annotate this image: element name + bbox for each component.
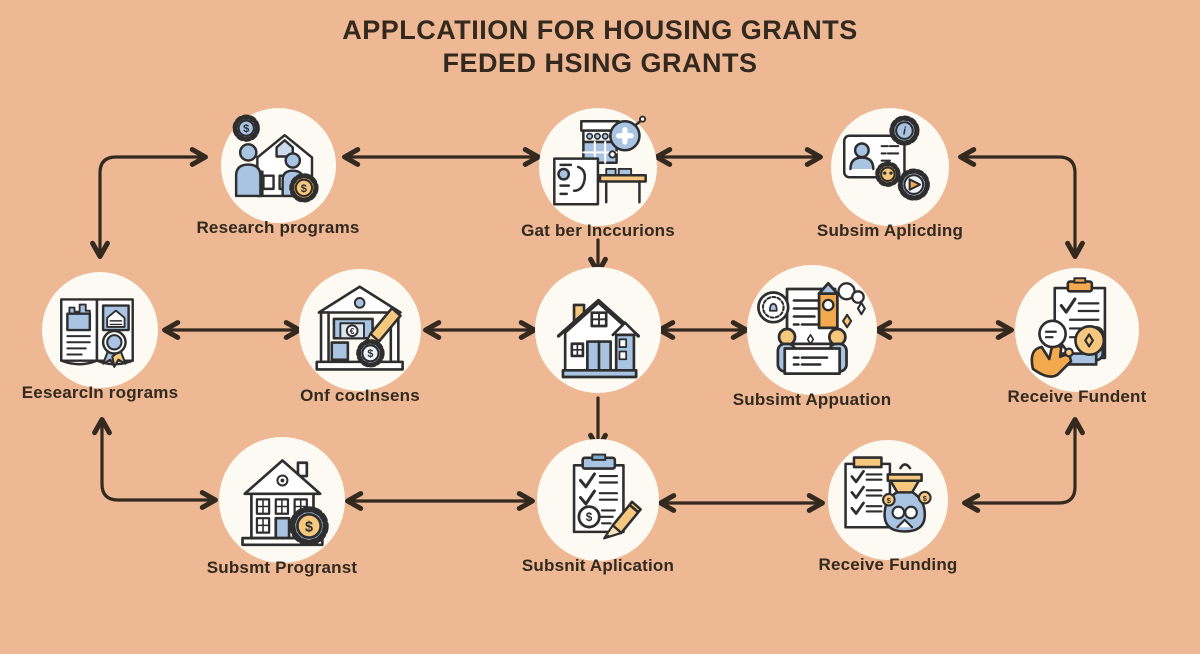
node-circle: € $: [299, 269, 421, 391]
connector-fundent-to-funding: [962, 417, 1085, 513]
building-magnifier-desk-icon: [553, 115, 647, 206]
node-label: EesearcIn rograms: [21, 383, 179, 402]
node-label: Subsmt Progranst: [206, 558, 358, 577]
node-circle: [747, 265, 877, 395]
node-label: Receive Funding: [818, 555, 958, 574]
euro-glyph: €: [350, 326, 355, 336]
bank-pencil-gear-icon: € $: [315, 285, 405, 372]
node-gather-instructions: Gat ber Inccurions: [483, 108, 713, 241]
dollar-glyph: $: [887, 496, 891, 505]
node-circle: $: [219, 437, 345, 563]
house-gear-dollar-icon: $: [240, 458, 329, 546]
node-subsimt-appuation: Subsimt Appuation: [697, 265, 927, 410]
node-subsim-aplicding: i Subsim Aplicding: [775, 108, 1005, 241]
node-label: Onf cocInsens: [300, 386, 420, 405]
node-circle: $ $: [828, 440, 948, 560]
info-glyph: i: [903, 126, 907, 138]
node-circle: [539, 108, 657, 226]
node-eesearcin-rograms: EesearcIn rograms: [0, 272, 215, 403]
node-subsnit-aplication: $ Subsnit Aplication: [483, 439, 713, 576]
title-line1: APPLCATIION FOR HOUSING GRANTS: [342, 15, 858, 45]
node-circle: $: [537, 439, 659, 561]
node-circle: [1015, 268, 1139, 392]
dollar-glyph: $: [305, 519, 313, 535]
dollar-glyph: $: [244, 123, 251, 135]
clipboard-hand-coin-icon: [1030, 277, 1107, 379]
node-receive-funding: $ $ Receive Funding: [773, 440, 1003, 575]
connector-subsim-to-fundent: [958, 147, 1085, 259]
id-card-gears-icon: i: [843, 115, 930, 201]
document-people-tower-icon: [756, 281, 866, 375]
title-line2: FEDED HSING GRANTS: [442, 48, 758, 79]
node-circle: [535, 267, 661, 393]
node-label: Subsimt Appuation: [732, 390, 892, 409]
node-label: Subsnit Aplication: [521, 556, 675, 575]
node-receive-fundent: Receive Fundent: [962, 268, 1192, 407]
open-book-award-icon: [59, 298, 134, 368]
node-onf-cocinsens: € $ Onf cocInsens: [245, 269, 475, 406]
node-label: Gat ber Inccurions: [521, 221, 675, 240]
node-label: Receive Fundent: [1007, 387, 1147, 406]
dollar-glyph: $: [586, 510, 593, 524]
house-people-gears-icon: $ $: [232, 114, 319, 203]
node-research-programs: $ $ Research programs: [163, 108, 393, 238]
house-icon: [556, 298, 640, 378]
clipboard-checklist-pencil-icon: $: [573, 453, 643, 540]
checklist-moneybag-icon: $ $: [844, 456, 932, 533]
node-circle: [42, 272, 158, 388]
node-label: Subsim Aplicding: [816, 221, 964, 240]
node-circle: $ $: [220, 108, 336, 223]
node-label: Research programs: [196, 218, 360, 237]
dollar-glyph: $: [923, 494, 927, 503]
node-subsmt-progranst: $ Subsmt Progranst: [167, 437, 397, 578]
dollar-glyph: $: [368, 348, 374, 360]
node-circle: i: [831, 108, 949, 226]
connector-research-to-eesearcin: [90, 147, 208, 259]
dollar-glyph: $: [301, 183, 308, 195]
connector-eesearcin-to-progranst: [92, 417, 218, 510]
node-house-center: [483, 267, 713, 393]
diagram-title: APPLCATIION FOR HOUSING GRANTS FEDED HSI…: [0, 14, 1200, 81]
